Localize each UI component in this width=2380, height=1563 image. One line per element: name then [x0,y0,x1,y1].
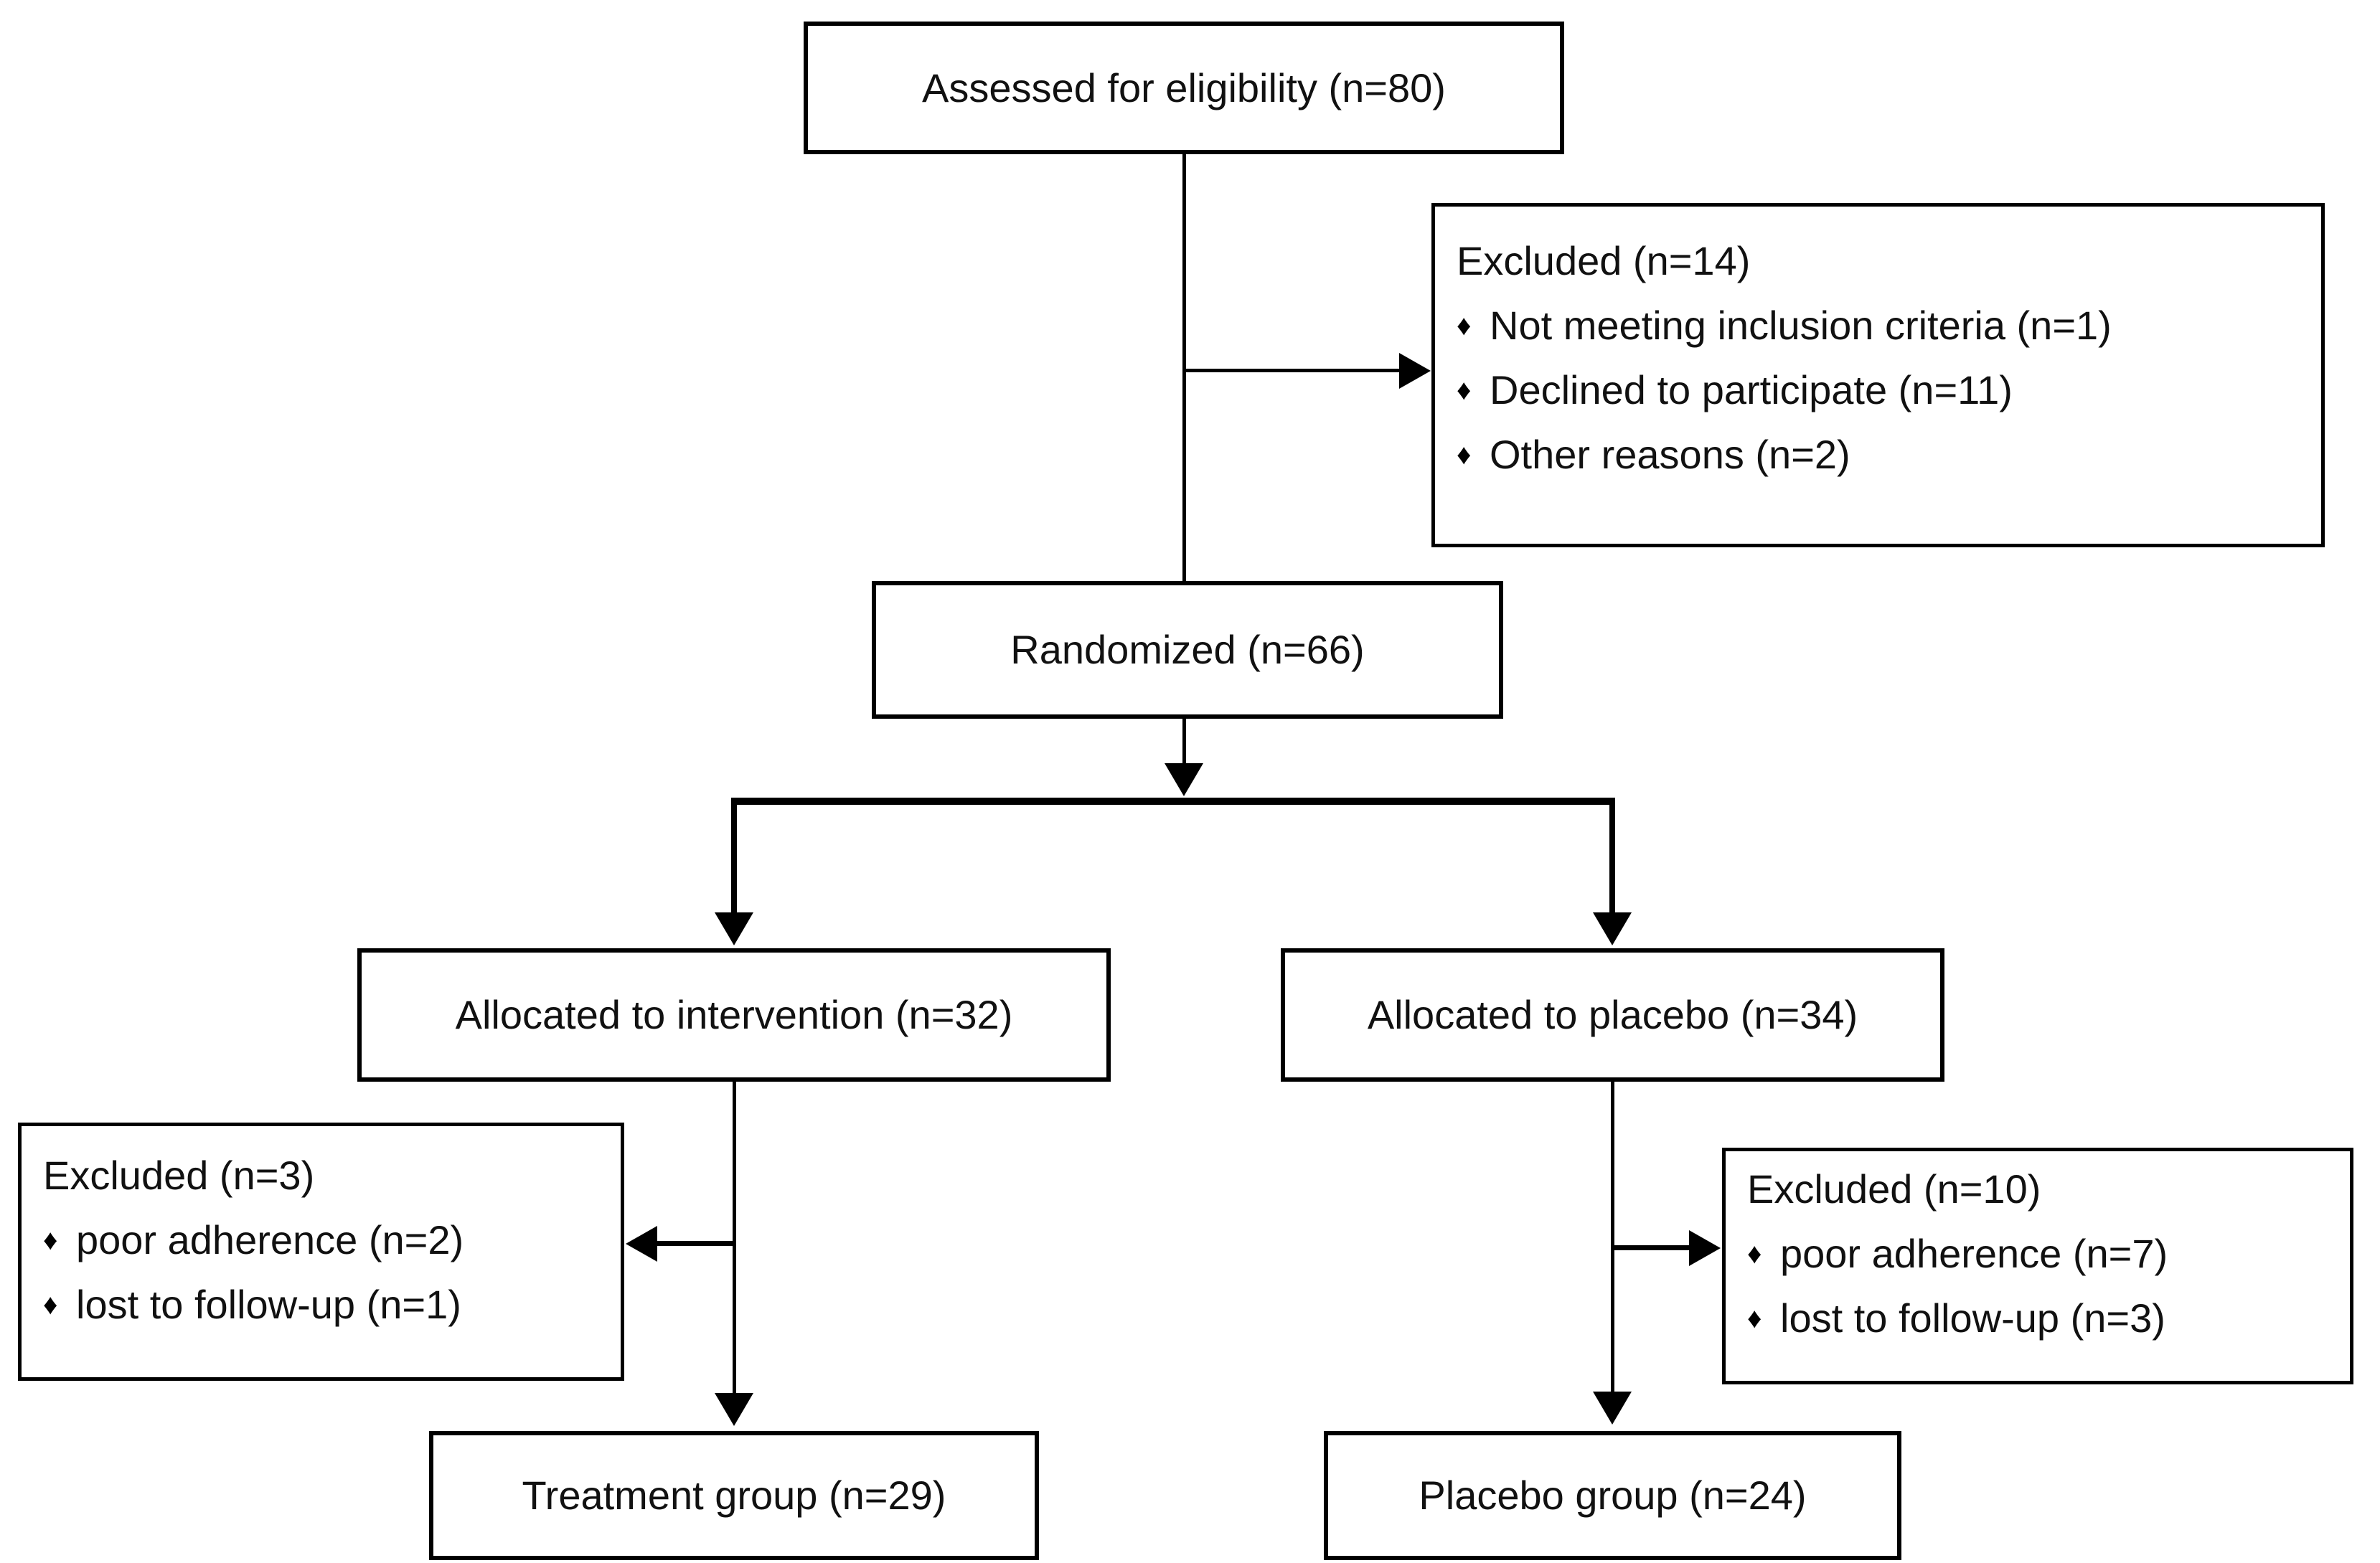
diamond-bullet-icon: ♦ [1457,374,1472,406]
connector-randomized-branch [1182,717,1186,765]
randomized-label: Randomized (n=66) [1010,627,1365,673]
excluded-placebo-item: ♦ lost to follow-up (n=3) [1747,1296,2339,1341]
box-allocated-intervention: Allocated to intervention (n=32) [357,948,1111,1082]
connector-placebo-excluded [1614,1245,1690,1250]
arrowhead-excluded-placebo [1689,1230,1721,1266]
arrowhead-alloc-placebo [1593,912,1632,945]
excluded-placebo-item: ♦ poor adherence (n=7) [1747,1232,2339,1276]
diamond-bullet-icon: ♦ [43,1224,58,1256]
diamond-bullet-icon: ♦ [1457,439,1472,471]
diamond-bullet-icon: ♦ [1747,1303,1762,1334]
arrowhead-alloc-intervention [715,912,753,945]
box-assessed-eligibility: Assessed for eligibility (n=80) [804,22,1564,154]
arrowhead-placebo-group [1593,1392,1632,1425]
excluded-enrollment-item-text: Declined to participate (n=11) [1490,367,2013,412]
treatment-group-label: Treatment group (n=29) [522,1473,946,1519]
excluded-enrollment-item-text: Other reasons (n=2) [1490,432,1850,477]
box-excluded-enrollment: Excluded (n=14) ♦ Not meeting inclusion … [1431,203,2325,547]
excluded-intervention-item-text: poor adherence (n=2) [76,1217,464,1262]
diamond-bullet-icon: ♦ [43,1289,58,1321]
connector-excluded-enrollment [1184,369,1401,372]
excluded-enrollment-item: ♦ Other reasons (n=2) [1457,433,2310,477]
connector-intervention-excluded [656,1241,735,1246]
branch-bar [731,798,1615,805]
excluded-enrollment-item: ♦ Declined to participate (n=11) [1457,368,2310,412]
arrowhead-randomized-branch [1165,763,1203,796]
excluded-placebo-item-text: poor adherence (n=7) [1780,1231,2168,1276]
connector-branch-intervention [731,803,737,914]
box-excluded-placebo: Excluded (n=10) ♦ poor adherence (n=7) ♦… [1722,1148,2353,1384]
excluded-placebo-title: Excluded (n=10) [1747,1166,2041,1212]
connector-placebo-group [1611,1082,1614,1393]
excluded-enrollment-item-text: Not meeting inclusion criteria (n=1) [1490,303,2112,348]
excluded-intervention-item: ♦ poor adherence (n=2) [43,1218,610,1262]
excluded-intervention-item: ♦ lost to follow-up (n=1) [43,1283,610,1327]
allocated-placebo-label: Allocated to placebo (n=34) [1367,992,1858,1038]
assessed-eligibility-label: Assessed for eligibility (n=80) [922,65,1446,110]
arrowhead-treatment-group [715,1393,753,1426]
box-treatment-group: Treatment group (n=29) [429,1431,1039,1560]
arrowhead-excluded-enrollment [1399,353,1431,389]
excluded-placebo-item-text: lost to follow-up (n=3) [1780,1295,2165,1341]
diamond-bullet-icon: ♦ [1747,1238,1762,1270]
connector-intervention-treatment [733,1082,736,1394]
excluded-intervention-title: Excluded (n=3) [43,1153,315,1198]
box-placebo-group: Placebo group (n=24) [1324,1431,1901,1560]
allocated-intervention-label: Allocated to intervention (n=32) [455,992,1013,1038]
box-excluded-intervention: Excluded (n=3) ♦ poor adherence (n=2) ♦ … [18,1123,624,1381]
excluded-intervention-item-text: lost to follow-up (n=1) [76,1282,461,1327]
placebo-group-label: Placebo group (n=24) [1419,1473,1807,1519]
connector-eligibility-randomized [1182,153,1186,583]
excluded-enrollment-title: Excluded (n=14) [1457,238,1751,283]
box-randomized: Randomized (n=66) [872,581,1503,719]
arrowhead-excluded-intervention [626,1226,657,1262]
box-allocated-placebo: Allocated to placebo (n=34) [1281,948,1944,1082]
diamond-bullet-icon: ♦ [1457,310,1472,341]
excluded-enrollment-item: ♦ Not meeting inclusion criteria (n=1) [1457,303,2310,348]
connector-branch-placebo [1609,803,1615,914]
